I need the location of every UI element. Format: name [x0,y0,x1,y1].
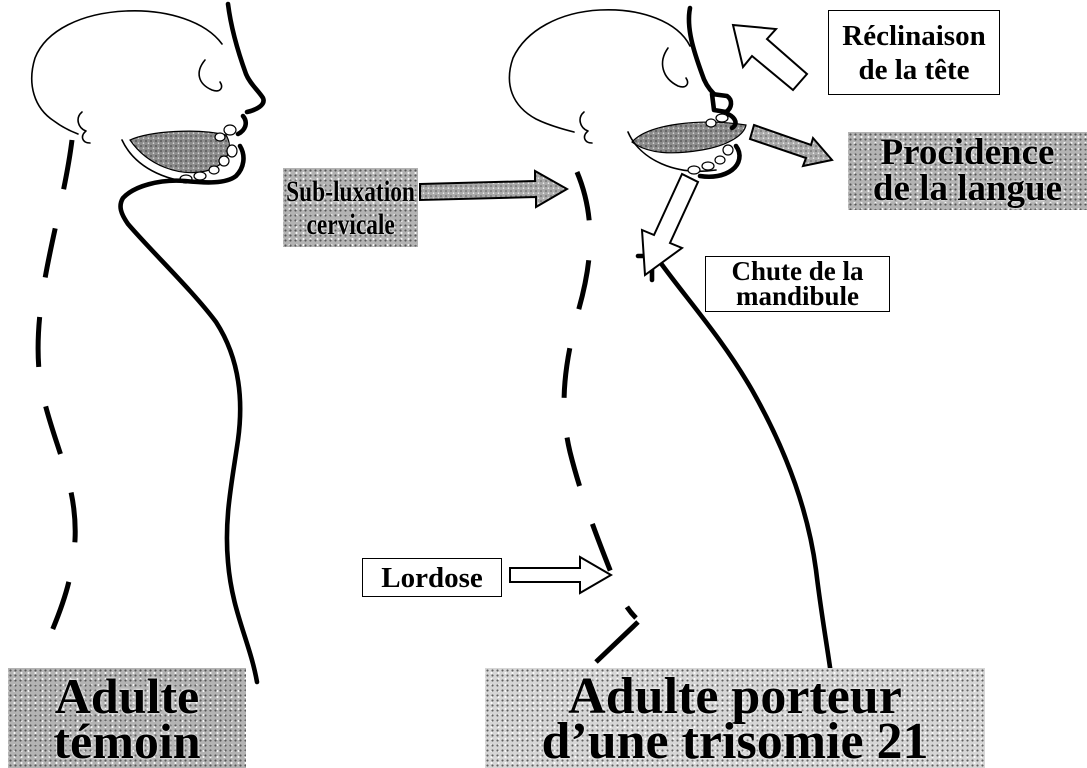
spine-lower-segment [596,622,638,662]
label-subluxation-cervicale: Sub-luxation cervicale [283,168,418,247]
tooth [715,156,725,164]
label-procidence-langue: Procidence de la langue [848,132,1087,210]
label-line: Lordose [381,562,483,594]
ear-outline [78,112,90,143]
label-reclinaison-tete: Réclinaison de la tête [828,10,1000,95]
label-line: Sub-luxation [286,175,415,208]
tooth [194,172,206,180]
neck-chest-line [660,262,832,682]
forehead-nose-profile [228,4,264,112]
caption-control-adult: Adulte témoin [8,668,246,768]
tooth [706,119,716,127]
tooth [224,125,236,135]
tooth [702,162,714,170]
lordose-arrow [510,557,611,593]
label-line: Réclinaison [842,19,985,53]
label-line: de la langue [873,171,1062,207]
spine-dashed-line [564,172,636,618]
caption-line: témoin [53,719,200,764]
upper-lip [238,116,246,134]
label-chute-mandibule: Chute de la mandibule [705,256,890,312]
label-lordose: Lordose [362,558,502,597]
label-line: cervicale [306,208,394,241]
tooth [688,166,700,174]
figure-control-adult [32,4,264,682]
tooth [227,145,237,157]
tooth [209,166,219,174]
tooth [723,145,733,155]
reclinaison-arrow [733,25,807,90]
chin-neck-chest-line [121,146,257,682]
tooth [215,133,225,141]
tooth [219,156,229,166]
nose-outline [712,94,731,112]
nasal-cavity-outline [199,60,221,91]
subluxation-arrow [420,171,567,207]
label-line: de la tête [858,53,969,87]
ear-outline [580,112,592,143]
nasal-cavity-outline [663,48,688,87]
label-line: mandibule [736,284,859,309]
procidence-arrow [750,125,832,166]
forehead-profile [689,8,714,94]
caption-line: d’une trisomie 21 [541,719,928,764]
label-line: Procidence [881,135,1055,171]
caption-trisomy-adult: Adulte porteur d’une trisomie 21 [485,668,985,768]
spine-dashed-line [38,140,75,655]
mandible-drop-arrow [642,174,698,275]
head-outline [32,11,222,134]
